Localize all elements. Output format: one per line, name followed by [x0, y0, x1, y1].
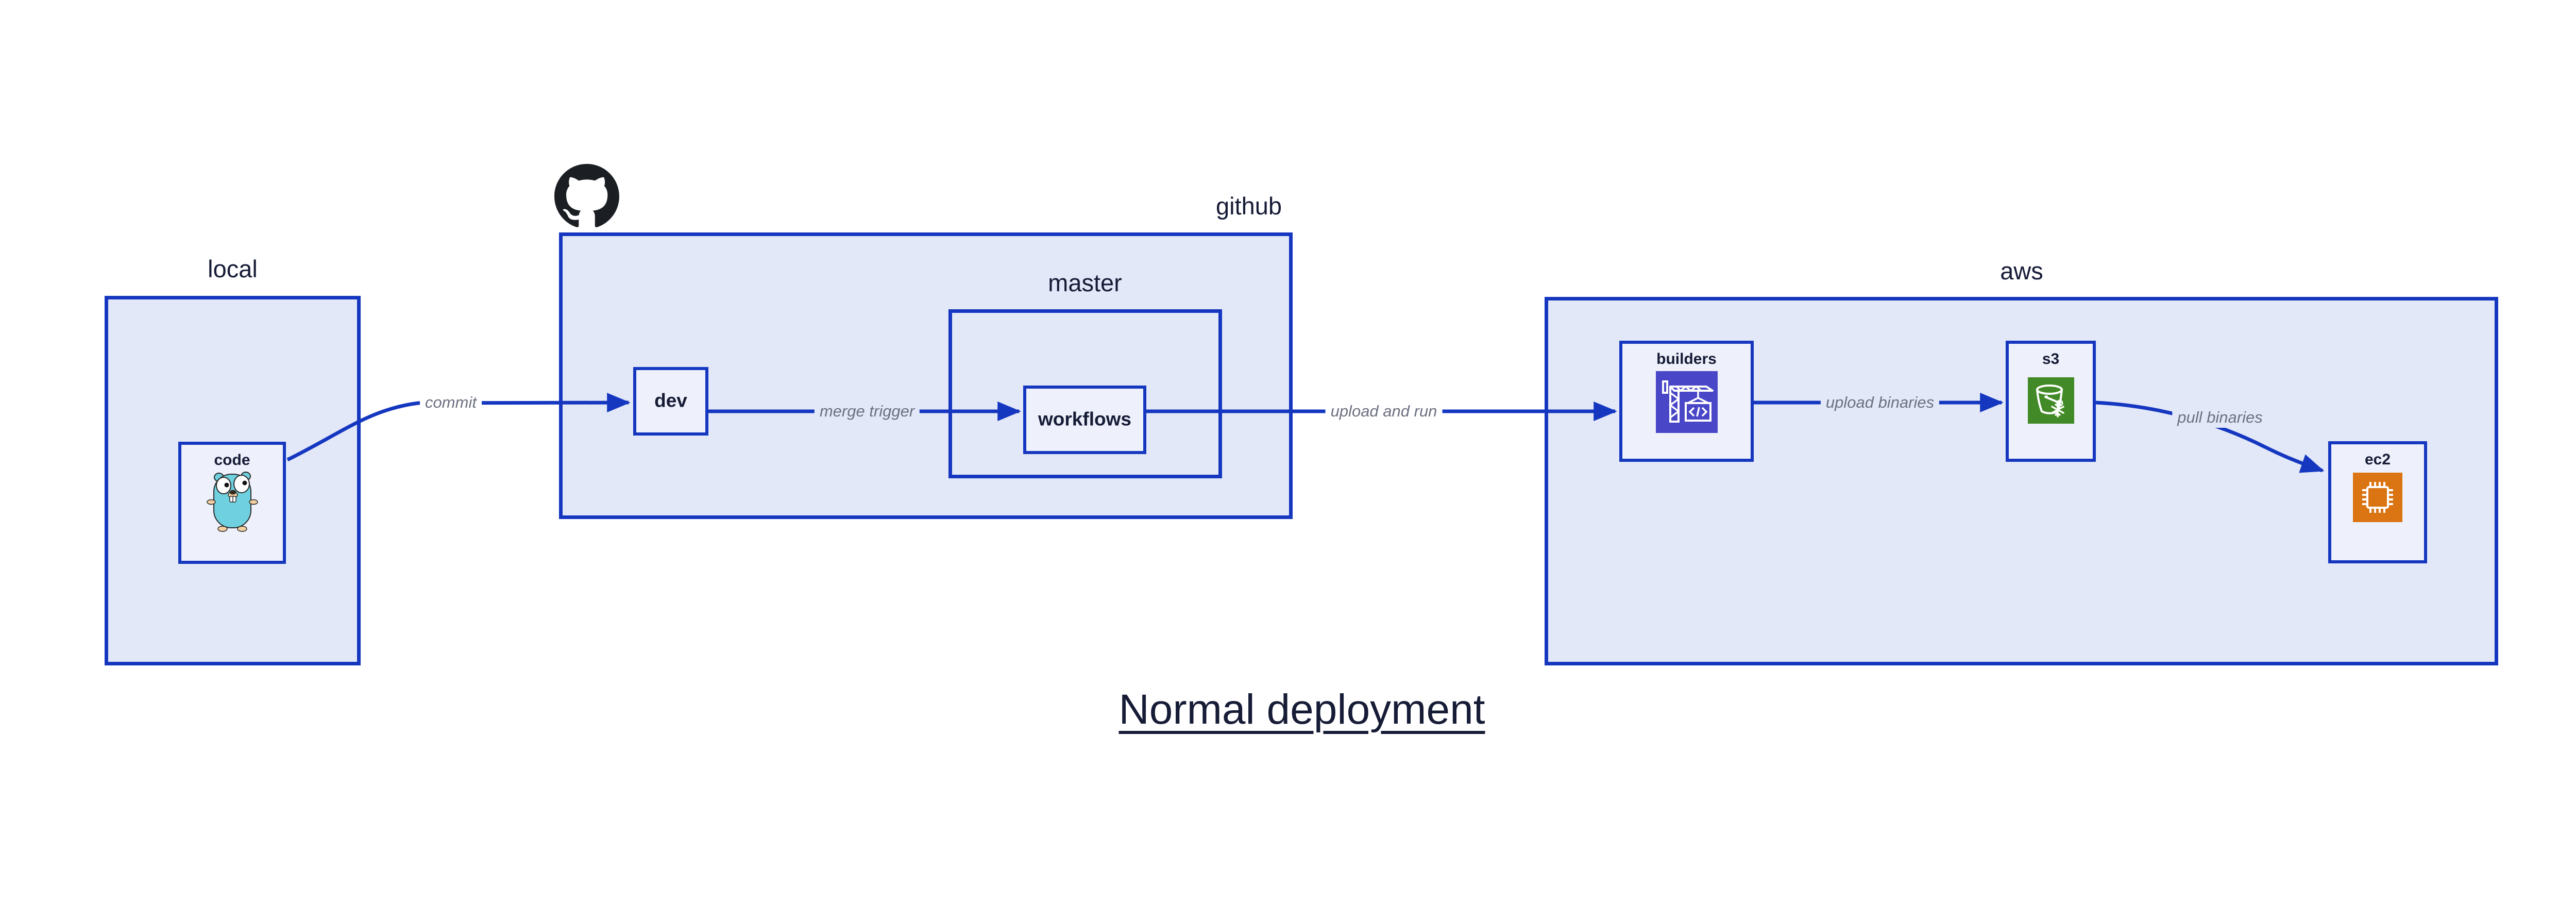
edge-label-commit: commit — [420, 392, 482, 413]
node-builders-label: builders — [1656, 350, 1717, 368]
node-builders: builders — [1619, 341, 1754, 462]
processor-chip-icon — [2353, 473, 2402, 522]
diagram-title: Normal deployment — [1118, 686, 1485, 733]
group-label-aws: aws — [2000, 257, 2043, 285]
node-code: code — [178, 442, 286, 564]
edge-label-upload-and-run: upload and run — [1325, 401, 1443, 422]
group-label-github: github — [1215, 192, 1282, 220]
node-s3-label: s3 — [2042, 350, 2060, 368]
node-code-label: code — [214, 452, 250, 469]
edge-label-merge-trigger: merge trigger — [814, 401, 920, 422]
node-ec2: ec2 — [2328, 441, 2427, 563]
node-workflows-label: workflows — [1038, 408, 1131, 429]
edge-label-pull-binaries: pull binaries — [2172, 407, 2268, 428]
group-label-local: local — [208, 255, 258, 282]
node-workflows: workflows — [1023, 386, 1146, 454]
node-dev: dev — [633, 367, 708, 436]
node-dev-label: dev — [654, 389, 687, 411]
group-label-master: master — [1048, 269, 1122, 296]
node-s3: s3 — [2006, 341, 2096, 462]
construction-crane-codebuild-icon — [1655, 371, 1718, 433]
go-gopher-icon — [206, 472, 258, 532]
github-octocat-icon — [554, 164, 619, 227]
bucket-snowflake-icon — [2027, 377, 2074, 424]
node-ec2-label: ec2 — [2364, 451, 2391, 468]
edge-label-upload-binaries: upload binaries — [1820, 392, 1940, 413]
